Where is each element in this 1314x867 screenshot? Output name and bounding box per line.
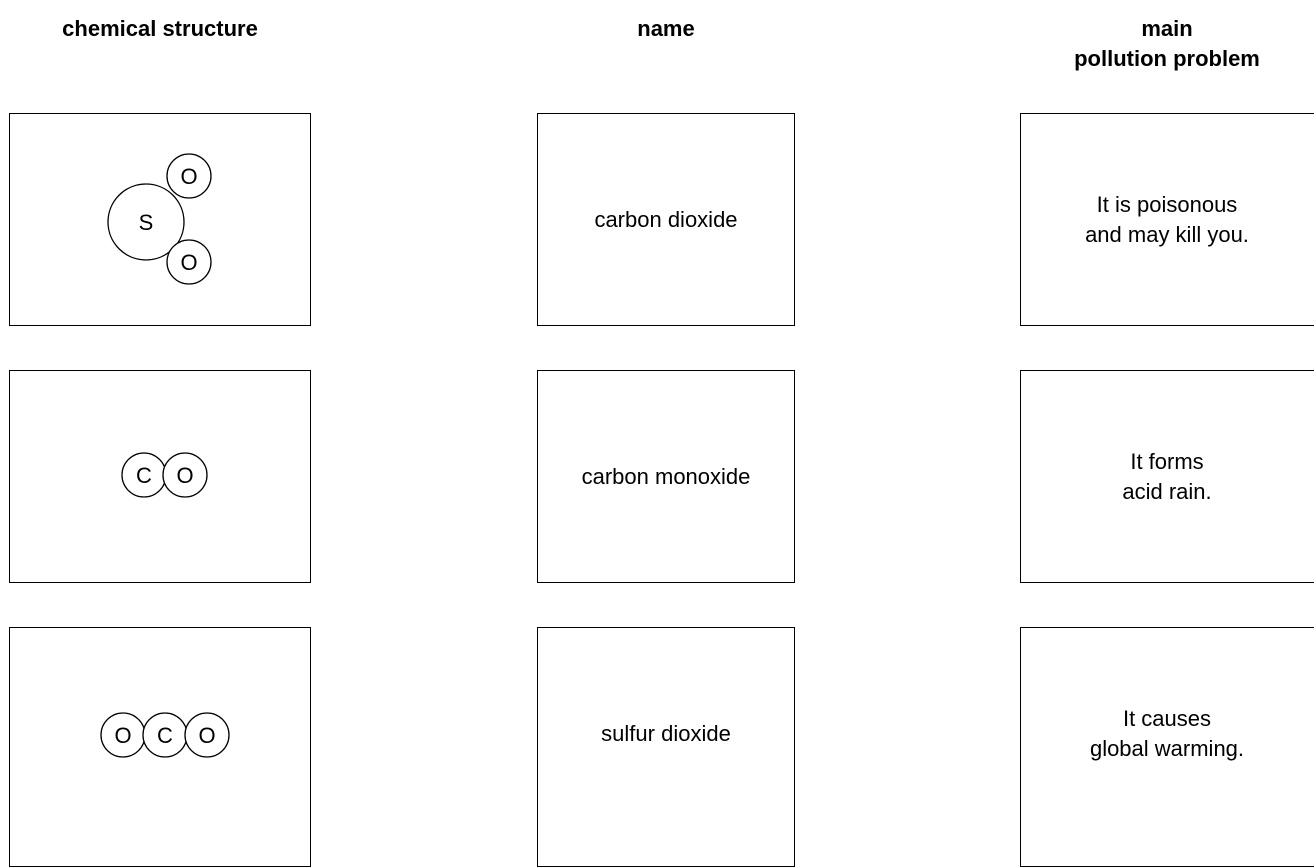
sulfur-atom-label: S	[139, 210, 154, 235]
carbon-atom-label: C	[136, 463, 152, 488]
structure-box-co[interactable]: C O	[9, 370, 311, 583]
carbon-monoxide-structure-diagram: C O	[121, 452, 208, 498]
name-label-1: carbon dioxide	[594, 206, 738, 232]
oxygen-atom-upper: O	[166, 153, 212, 199]
name-box-3[interactable]: sulfur dioxide	[537, 627, 795, 867]
carbon-dioxide-structure-diagram: O C O	[100, 712, 230, 758]
oxygen-atom-lower-label: O	[180, 250, 197, 275]
oxygen-atom-right-circle	[184, 712, 230, 758]
carbon-atom-center: C	[142, 712, 188, 758]
oxygen-atom-label: O	[176, 463, 193, 488]
problem-box-1[interactable]: It is poisonous and may kill you.	[1020, 113, 1314, 326]
problem-label-1: It is poisonous and may kill you.	[1085, 191, 1249, 247]
oxygen-atom: O	[162, 452, 208, 498]
oxygen-atom-lower-circle	[166, 239, 212, 285]
name-label-2: carbon monoxide	[581, 463, 751, 489]
structure-box-so2[interactable]: S O O	[9, 113, 311, 326]
structure-box-co2[interactable]: O C O	[9, 627, 311, 867]
header-name: name	[637, 16, 695, 41]
header-chemical-structure: chemical structure	[62, 16, 258, 41]
oxygen-atom-right: O	[184, 712, 230, 758]
sulfur-atom-circle	[107, 183, 185, 261]
problem-label-2: It forms acid rain.	[1122, 448, 1212, 504]
carbon-atom: C	[121, 452, 167, 498]
name-box-1[interactable]: carbon dioxide	[537, 113, 795, 326]
oxygen-atom-upper-label: O	[180, 164, 197, 189]
oxygen-atom-circle	[162, 452, 208, 498]
sulfur-atom: S	[107, 183, 185, 261]
oxygen-atom-lower: O	[166, 239, 212, 285]
problem-box-3[interactable]: It causes global warming.	[1020, 627, 1314, 867]
sulfur-dioxide-structure-diagram: S O O	[107, 153, 212, 285]
problem-label-3: It causes global warming.	[1089, 705, 1245, 761]
oxygen-atom-upper-circle	[166, 153, 212, 199]
name-label-3: sulfur dioxide	[601, 720, 731, 746]
header-main-pollution-problem: main pollution problem	[1074, 16, 1260, 71]
oxygen-atom-left-label: O	[114, 723, 131, 748]
oxygen-atom-left: O	[100, 712, 146, 758]
oxygen-atom-right-label: O	[198, 723, 215, 748]
problem-box-2[interactable]: It forms acid rain.	[1020, 370, 1314, 583]
carbon-atom-center-label: C	[157, 723, 173, 748]
name-box-2[interactable]: carbon monoxide	[537, 370, 795, 583]
